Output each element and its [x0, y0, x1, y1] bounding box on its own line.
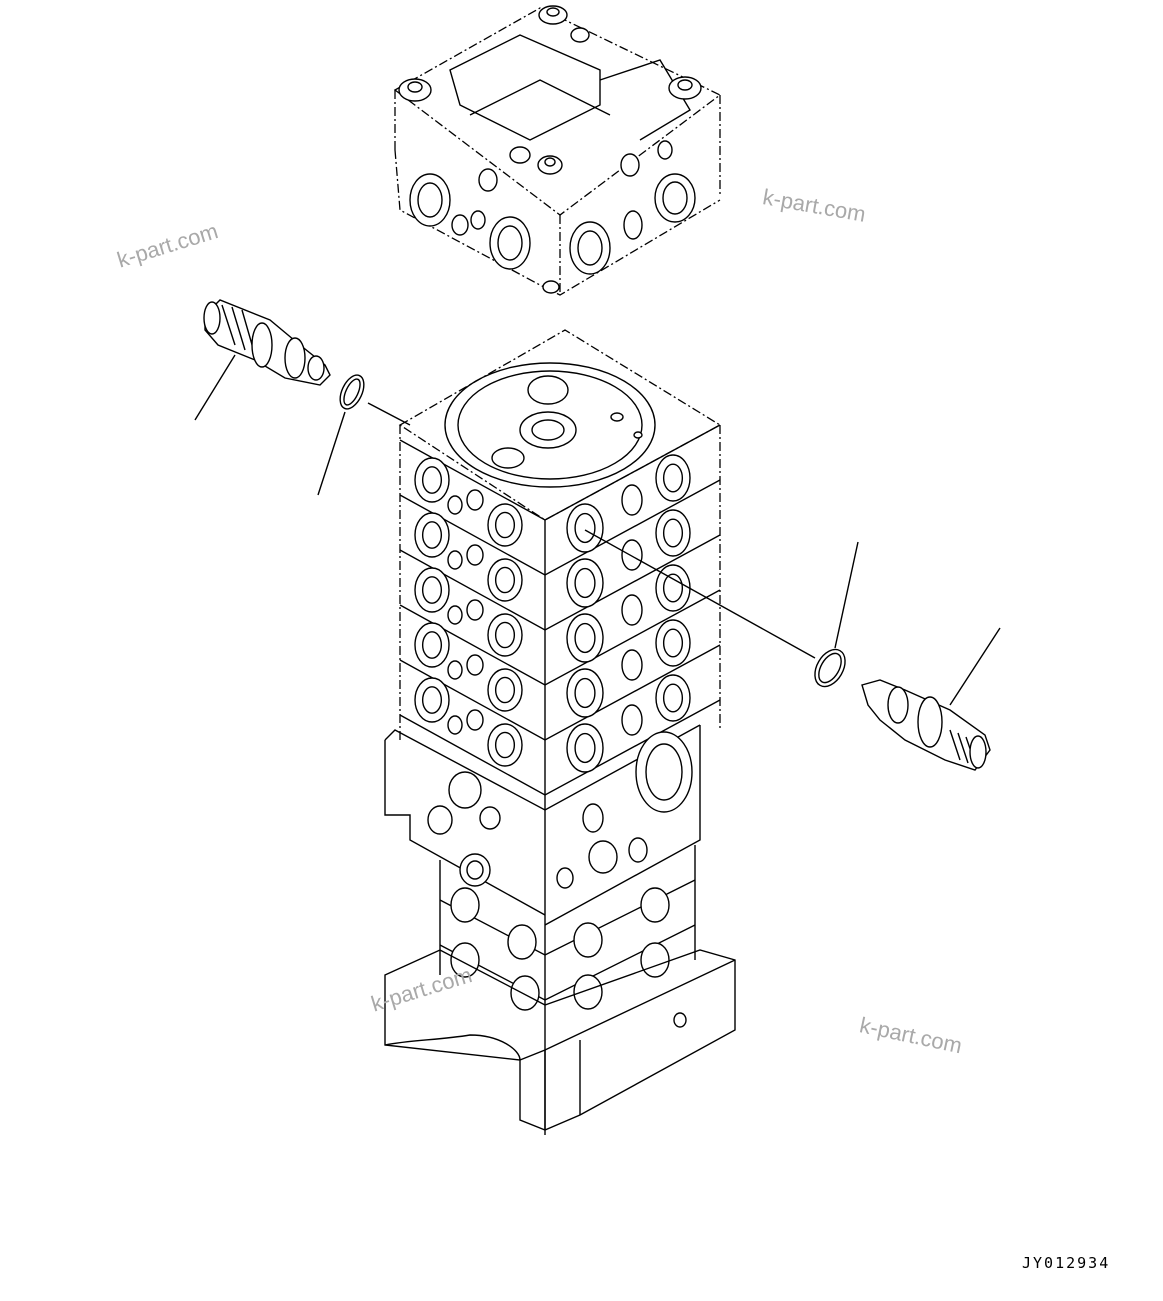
port-hole-inner: [574, 567, 596, 599]
port-hole-inner: [494, 566, 516, 594]
port-hole: [566, 723, 604, 773]
port-hole-inner: [662, 463, 684, 493]
port-hole: [487, 613, 523, 657]
port-hole: [487, 558, 523, 602]
o-ring-left: [317, 374, 411, 496]
port-hole-inner: [494, 511, 516, 539]
port-hole: [447, 495, 463, 515]
port-hole: [655, 619, 691, 667]
port-hole-inner: [421, 686, 443, 714]
port-hole: [655, 454, 691, 502]
port-hole-inner: [574, 512, 596, 544]
port-hole: [414, 622, 450, 668]
port-hole: [447, 715, 463, 735]
relief-valve-left: [194, 299, 331, 421]
o-ring-right: [584, 529, 859, 688]
port-hole-inner: [574, 622, 596, 654]
port-hole-inner: [662, 518, 684, 548]
port-hole: [487, 503, 523, 547]
port-hole: [414, 512, 450, 558]
port-hole: [566, 668, 604, 718]
port-hole: [466, 654, 484, 676]
port-hole-inner: [421, 576, 443, 604]
port-hole-inner: [421, 631, 443, 659]
port-hole: [621, 594, 643, 626]
port-hole: [621, 484, 643, 516]
port-hole-inner: [494, 731, 516, 759]
port-hole-inner: [494, 676, 516, 704]
port-hole: [566, 613, 604, 663]
port-hole: [466, 709, 484, 731]
port-hole: [466, 544, 484, 566]
relief-valve-right: [861, 627, 1001, 771]
port-hole: [566, 558, 604, 608]
port-hole-inner: [662, 683, 684, 713]
top-cover-block: [393, 5, 722, 296]
port-hole: [621, 539, 643, 571]
port-hole-inner: [494, 621, 516, 649]
port-hole: [655, 674, 691, 722]
valve-stack-body: [384, 329, 736, 1135]
port-hole: [655, 509, 691, 557]
port-hole: [414, 567, 450, 613]
port-hole: [621, 649, 643, 681]
port-hole: [447, 605, 463, 625]
port-hole-inner: [574, 732, 596, 764]
port-hole-inner: [662, 573, 684, 603]
port-hole-inner: [421, 466, 443, 494]
drawing-code: JY012934: [1022, 1254, 1111, 1272]
port-hole: [466, 489, 484, 511]
port-hole-inner: [574, 677, 596, 709]
port-hole: [447, 550, 463, 570]
port-hole: [621, 704, 643, 736]
port-hole: [414, 677, 450, 723]
port-hole: [487, 668, 523, 712]
port-hole: [487, 723, 523, 767]
port-hole: [466, 599, 484, 621]
port-hole: [447, 660, 463, 680]
port-hole-inner: [662, 628, 684, 658]
port-hole-inner: [421, 521, 443, 549]
port-hole: [414, 457, 450, 503]
port-hole: [566, 503, 604, 553]
